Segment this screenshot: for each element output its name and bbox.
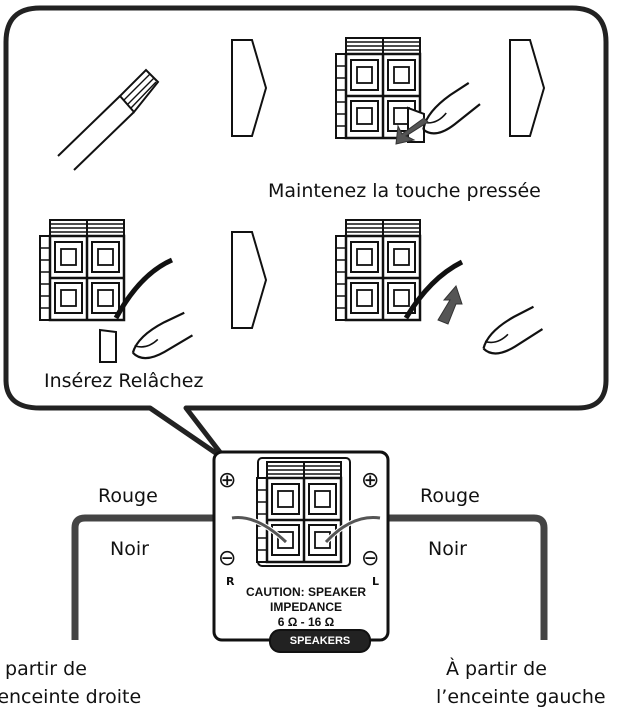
left-red-label: Rouge bbox=[420, 485, 480, 507]
right-red-label: Rouge bbox=[98, 485, 158, 507]
right-source-line-1: À partir de bbox=[0, 658, 87, 680]
caution-line-2: IMPEDANCE bbox=[269, 600, 342, 614]
clip-press-icon bbox=[334, 36, 485, 145]
right-plus-icon: ⊕ bbox=[218, 468, 237, 493]
clip-insert-icon bbox=[38, 218, 196, 365]
l-mark: L bbox=[372, 575, 380, 588]
right-black-label: Noir bbox=[110, 538, 149, 560]
left-black-label: Noir bbox=[428, 538, 467, 560]
release-label: Relâchez bbox=[118, 370, 204, 392]
caution-line-3: 6 Ω - 16 Ω bbox=[277, 615, 335, 629]
right-minus-icon: ⊖ bbox=[218, 546, 237, 571]
caution-line-1: CAUTION: SPEAKER bbox=[245, 585, 366, 599]
stripped-wire-icon bbox=[57, 68, 160, 171]
left-source-line-1: À partir de bbox=[446, 658, 547, 680]
right-source-line-2: l’enceinte droite bbox=[0, 686, 142, 708]
insert-release-label: Insérez Relâchez bbox=[44, 372, 203, 391]
clip-release-icon bbox=[334, 218, 547, 360]
callout-bubble bbox=[3, 5, 609, 463]
left-plus-icon: ⊕ bbox=[361, 468, 380, 493]
r-mark: R bbox=[226, 575, 235, 588]
left-minus-icon: ⊖ bbox=[361, 546, 380, 571]
insert-label: Insérez bbox=[44, 370, 113, 392]
left-source-line-2: l’enceinte gauche bbox=[436, 686, 606, 708]
hold-label: Maintenez la touche pressée bbox=[268, 180, 541, 202]
speakers-badge: SPEAKERS bbox=[289, 635, 351, 647]
